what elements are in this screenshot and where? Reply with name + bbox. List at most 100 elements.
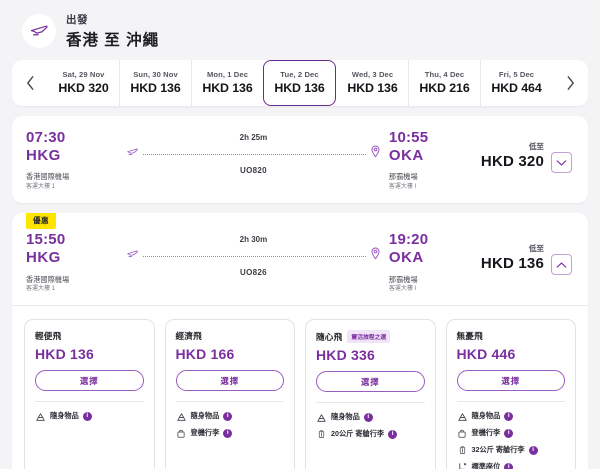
info-icon[interactable]: i [528, 445, 538, 455]
fare-perk-label: 隨身物品 [471, 411, 501, 421]
route-header: 出發 香港 至 沖繩 [12, 0, 588, 60]
route-texts: 出發 香港 至 沖繩 [66, 12, 159, 50]
fare-price: HKD 336 [316, 347, 375, 364]
flight-list: 07:30 HKG 香港國際機場 客運大樓 1 2h 25m UO820 10:… [12, 116, 588, 469]
price-block: 低至 HKD 320 [481, 129, 574, 173]
fare-perk-label: 32公斤 寄艙行李 [471, 445, 525, 455]
date-cell-day: Sun, 30 Nov [133, 70, 178, 79]
fare-name: 隨心飛 [316, 331, 343, 342]
flight-number: UO820 [240, 166, 267, 175]
fare-perk: 標準座位 i [457, 461, 566, 469]
departure-terminal: 客運大樓 1 [26, 286, 56, 293]
fare-name: 無憂飛 [456, 331, 483, 342]
fare-perk-list: 隨身物品 i 20公斤 寄艙行李 i [316, 411, 425, 440]
fare-card[interactable]: 隨心飛 靈活旅程之選 HKD 336 選擇 隨身物品 i 20公斤 寄艙行李 i [305, 319, 436, 469]
fare-card[interactable]: 無憂飛 HKD 446 選擇 隨身物品 i 登機行李 i 32公斤 寄艙行李 i… [445, 319, 576, 469]
select-fare-button[interactable]: 選擇 [35, 370, 144, 392]
arrival-airport: 那霸機場 [388, 274, 418, 284]
select-fare-button[interactable]: 選擇 [175, 370, 284, 392]
flight-summary-row[interactable]: 07:30 HKG 香港國際機場 客運大樓 1 2h 25m UO820 10:… [12, 116, 588, 203]
leg-line [126, 247, 381, 265]
info-icon[interactable]: i [82, 411, 92, 421]
flight-card: 優惠 15:50 HKG 香港國際機場 客運大樓 1 2h 30m UO826 … [12, 213, 588, 469]
fare-perk: 32公斤 寄艙行李 i [457, 444, 566, 456]
fare-perk-label: 隨身物品 [50, 411, 79, 421]
departure-code: HKG [26, 248, 61, 266]
price-kicker: 低至 [528, 244, 544, 254]
flight-duration: 2h 25m [239, 133, 268, 142]
fare-perk-label: 隨身物品 [190, 411, 220, 421]
departure-airport: 香港國際機場 [26, 274, 70, 284]
fare-perk: 隨身物品 i [35, 410, 144, 422]
departure-time: 07:30 [26, 129, 66, 146]
leg-pin-icon [370, 247, 381, 265]
flight-duration: 2h 30m [239, 235, 268, 245]
flight-summary-row[interactable]: 15:50 HKG 香港國際機場 客運大樓 1 2h 30m UO826 19:… [12, 213, 588, 305]
departure-endpoint: 07:30 HKG 香港國際機場 客運大樓 1 [26, 129, 118, 191]
carry-on-bag-icon [457, 427, 468, 439]
date-cell-day: Mon, 1 Dec [206, 70, 249, 79]
date-cell-price: HKD 136 [274, 81, 325, 95]
chevron-down-toggle-button[interactable] [551, 152, 572, 173]
fare-price: HKD 166 [175, 346, 235, 363]
fare-divider [35, 401, 144, 403]
fare-divider [175, 401, 284, 403]
date-cell-price: HKD 464 [491, 81, 542, 95]
fare-price: HKD 136 [35, 346, 94, 363]
fare-card[interactable]: 經濟飛 HKD 166 選擇 隨身物品 i 登機行李 i [164, 319, 295, 469]
info-icon[interactable]: i [223, 411, 233, 421]
info-icon[interactable]: i [504, 428, 514, 438]
fare-card[interactable]: 輕便飛 HKD 136 選擇 隨身物品 i [24, 319, 155, 469]
select-fare-button[interactable]: 選擇 [316, 371, 425, 393]
chevron-right-icon[interactable] [552, 60, 588, 106]
chevron-up-icon [556, 261, 567, 269]
chevron-down-icon [556, 159, 567, 167]
arrival-code: OKA [388, 248, 424, 266]
info-icon[interactable]: i [504, 411, 514, 421]
arrival-terminal: 客運大樓 I [388, 286, 417, 293]
fare-perk: 登機行李 i [176, 427, 285, 439]
departure-code: HKG [26, 146, 61, 164]
info-icon[interactable]: i [223, 428, 233, 438]
departure-time: 15:50 [26, 231, 66, 249]
fare-price: HKD 446 [456, 346, 516, 363]
date-cell-price: HKD 136 [202, 81, 253, 95]
flight-price: HKD 320 [480, 153, 544, 170]
departure-endpoint: 15:50 HKG 香港國際機場 客運大樓 1 [26, 231, 118, 293]
price-kicker: 低至 [528, 142, 544, 151]
flight-number: UO826 [240, 268, 267, 278]
airplane-icon [22, 14, 56, 48]
flight-card: 07:30 HKG 香港國際機場 客運大樓 1 2h 25m UO820 10:… [12, 116, 588, 204]
flight-leg: 2h 30m UO826 [118, 231, 389, 277]
flight-price: HKD 136 [480, 255, 544, 273]
departure-terminal: 客運大樓 1 [26, 183, 56, 190]
personal-item-icon [457, 410, 468, 422]
chevron-up-toggle-button[interactable] [551, 254, 572, 276]
fare-perk-label: 登機行李 [190, 428, 220, 438]
arrival-time: 19:20 [388, 231, 429, 249]
arrival-endpoint: 19:20 OKA 那霸機場 客運大樓 I [389, 231, 481, 293]
date-cell-day: Wed, 3 Dec [351, 70, 394, 79]
info-icon[interactable]: i [504, 462, 514, 469]
checked-bag-icon [457, 444, 468, 456]
date-cell-price: HKD 136 [130, 81, 181, 95]
price-block: 低至 HKD 136 [480, 231, 574, 276]
arrival-airport: 那霸機場 [388, 172, 418, 182]
chevron-left-icon[interactable] [12, 60, 48, 106]
fare-perk: 20公斤 寄艙行李 i [316, 428, 425, 440]
fare-name: 輕便飛 [35, 331, 62, 342]
promo-badge: 優惠 [26, 213, 56, 230]
info-icon[interactable]: i [388, 429, 398, 439]
info-icon[interactable]: i [363, 412, 373, 422]
select-fare-button[interactable]: 選擇 [456, 370, 565, 392]
arrival-time: 10:55 [388, 129, 429, 146]
